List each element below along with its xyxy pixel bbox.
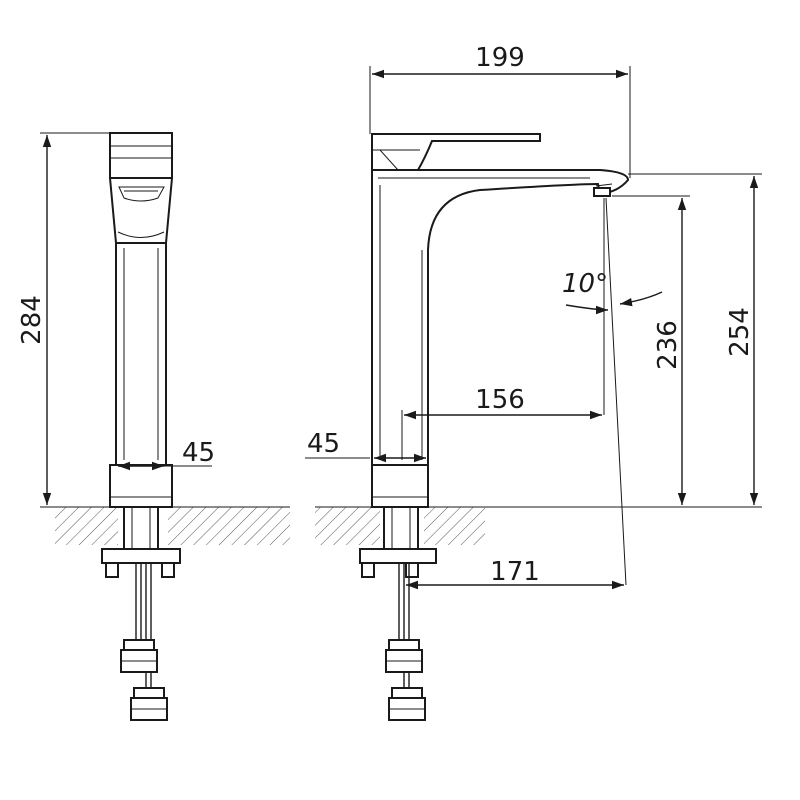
dim-spout-angle: 10°: [562, 197, 663, 586]
dim-label-284: 284: [17, 295, 47, 345]
faucet-front-view: [101, 132, 181, 721]
dim-front-height: 284: [17, 132, 110, 508]
dim-total-height: 254: [725, 176, 759, 505]
dim-label-10deg: 10°: [562, 269, 608, 299]
dim-spout-reach: 156: [401, 385, 602, 460]
dim-side-width: 45: [305, 429, 426, 463]
dim-label-199: 199: [475, 43, 525, 73]
extension-lines-right: [428, 173, 762, 508]
dim-label-156: 156: [475, 385, 525, 415]
dim-label-45-front: 45: [182, 438, 215, 468]
dim-label-45-side: 45: [307, 429, 340, 459]
dim-label-254: 254: [725, 307, 755, 357]
faucet-side-view: [359, 133, 630, 721]
dim-base-offset: 171: [403, 557, 624, 595]
dim-top-length: 199: [369, 43, 631, 178]
dim-label-171: 171: [490, 557, 540, 587]
dim-front-width: 45: [118, 438, 215, 471]
countertop-left: [55, 506, 290, 545]
dim-spout-height: 236: [653, 198, 687, 505]
dim-label-236: 236: [653, 320, 683, 370]
